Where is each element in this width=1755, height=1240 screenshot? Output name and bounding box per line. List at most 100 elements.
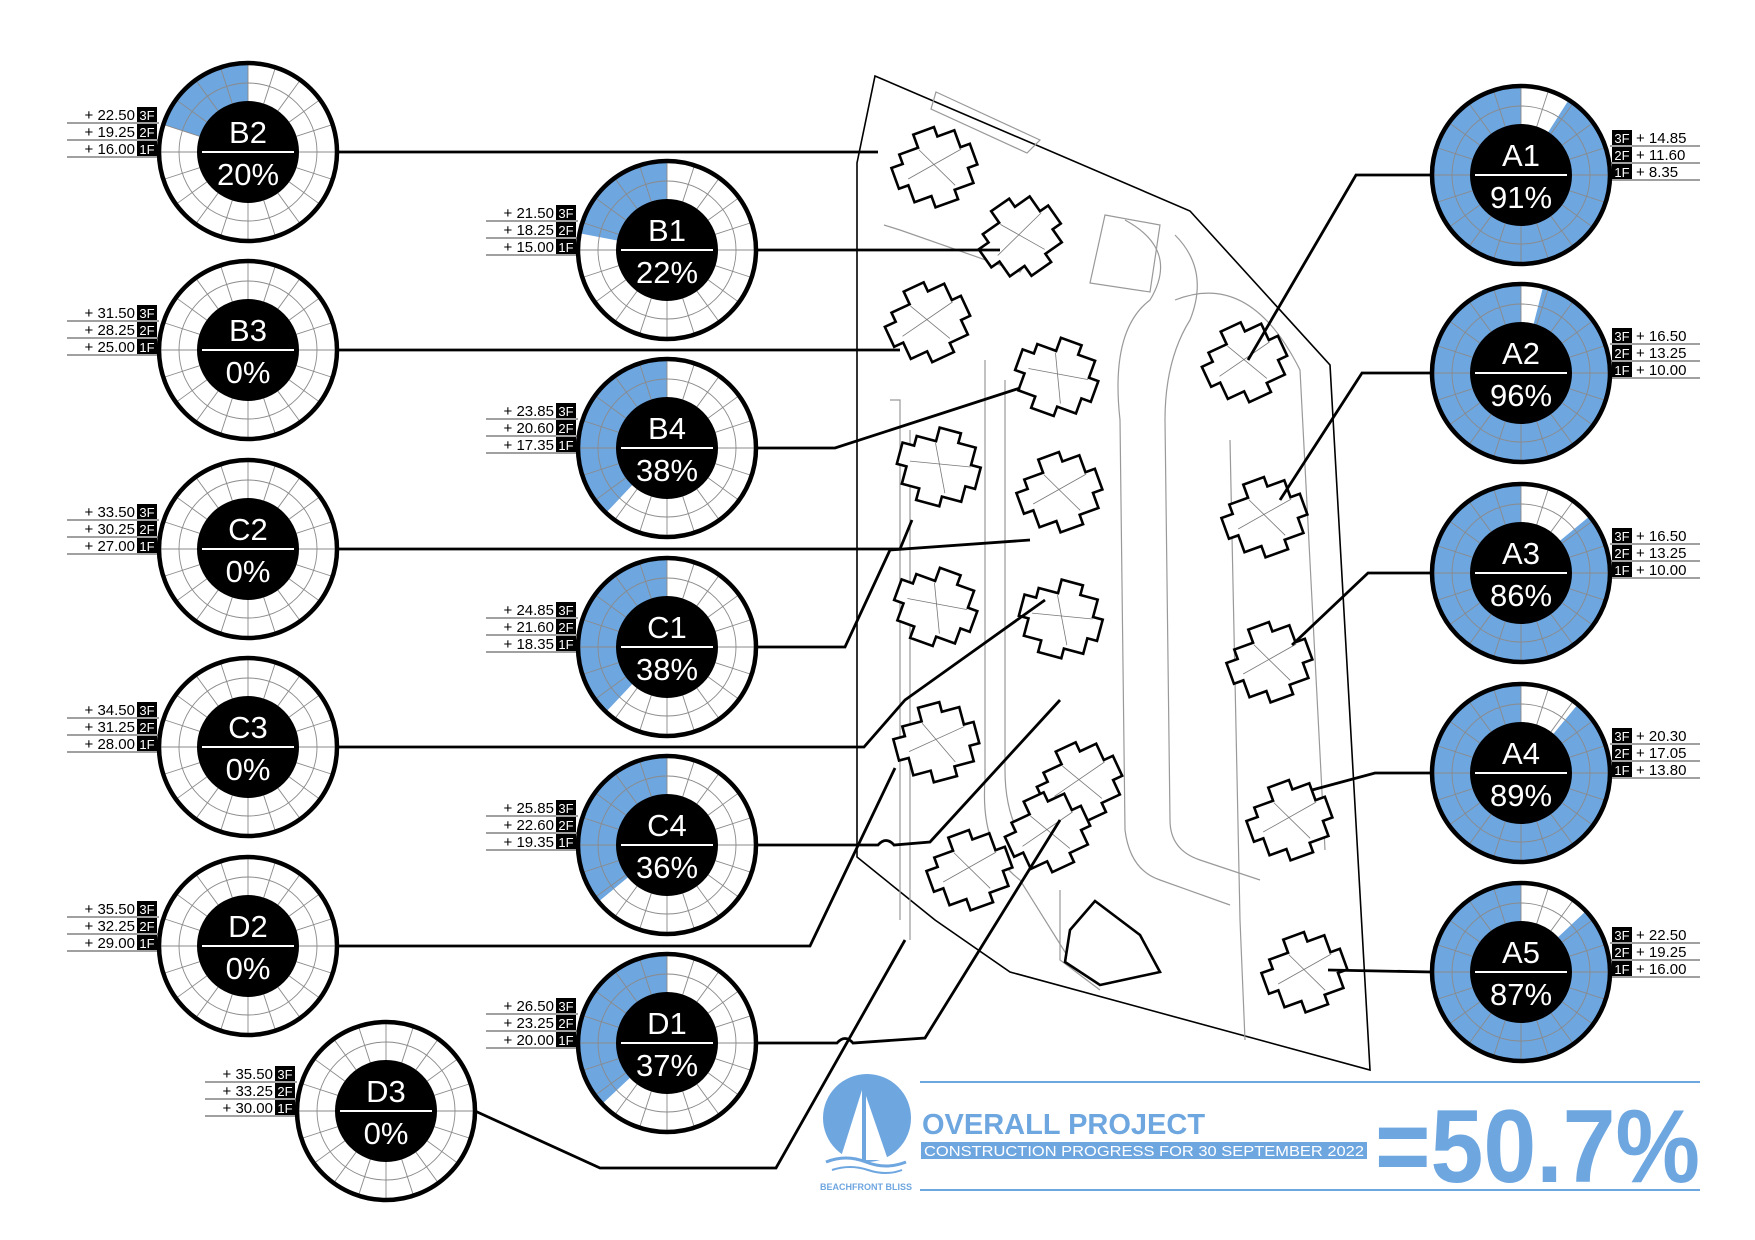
segment-tick <box>333 1038 357 1071</box>
segment-tick <box>614 885 638 918</box>
floor-tag: 2F <box>139 720 154 735</box>
floor-tag: 3F <box>139 306 154 321</box>
progress-fill <box>580 162 667 241</box>
segment-tick <box>175 297 208 321</box>
segment-tick <box>1436 345 1474 358</box>
segment-tick <box>426 1058 459 1082</box>
segment-tick <box>263 67 276 105</box>
segment-tick <box>263 397 276 435</box>
segment-tick <box>707 197 740 221</box>
segment-tick <box>175 975 208 999</box>
segment-tick <box>220 794 233 832</box>
segment-tick <box>295 521 333 534</box>
segment-tick <box>707 874 740 898</box>
villa-footprint <box>1244 778 1335 863</box>
building-progress: 0% <box>226 355 271 390</box>
building-progress: 86% <box>1490 578 1552 613</box>
floor-tag: 2F <box>558 223 573 238</box>
moon-sailboat-logo-icon <box>823 1074 911 1174</box>
floor-level: + 18.25 <box>504 222 554 239</box>
segment-tick <box>1448 1001 1481 1025</box>
floor-tag-bg <box>1612 944 1632 959</box>
dial-outline <box>1429 681 1613 865</box>
segment-tick <box>707 594 740 618</box>
segment-tick <box>1448 204 1481 228</box>
segment-tick <box>582 1058 620 1071</box>
segment-tick <box>1561 122 1594 146</box>
segment-tick <box>1468 300 1492 333</box>
mid-ring <box>1451 503 1591 643</box>
segment-tick <box>175 578 208 602</box>
segment-tick <box>220 596 233 634</box>
segment-tick <box>1448 402 1481 426</box>
dial-outline <box>575 356 759 540</box>
segment-tick <box>401 1026 414 1064</box>
segment-tick <box>288 776 321 800</box>
building-id: D3 <box>366 1074 406 1109</box>
segment-tick <box>714 265 752 278</box>
floor-level: + 20.60 <box>504 420 554 437</box>
dial-outline <box>575 951 759 1135</box>
floor-level: + 22.50 <box>85 107 135 124</box>
segment-tick <box>1550 500 1574 533</box>
building-id: B3 <box>229 313 267 348</box>
floor-level: + 16.00 <box>1636 961 1686 978</box>
segment-tick <box>1536 288 1549 326</box>
segment-tick <box>614 772 638 805</box>
logo-text: BEACHFRONT BLISS <box>820 1182 912 1192</box>
segment-tick <box>714 1015 752 1028</box>
leader-line <box>756 819 1062 1045</box>
floor-tag: 2F <box>1614 546 1629 561</box>
floor-level: + 16.50 <box>1636 528 1686 545</box>
floor-tag-bg <box>1612 562 1632 577</box>
segment-tick <box>1561 520 1594 544</box>
segment-tick <box>1448 122 1481 146</box>
segment-tick <box>1536 90 1549 128</box>
dial-outline <box>1429 481 1613 665</box>
floor-tag: 2F <box>558 818 573 833</box>
segment-tick <box>714 1058 752 1071</box>
segment-tick <box>1561 802 1594 826</box>
segment-tick <box>333 1151 357 1184</box>
floor-level: + 17.05 <box>1636 745 1686 762</box>
mid-ring <box>178 677 318 817</box>
leader-line <box>756 538 1031 649</box>
villa-footprint <box>1219 475 1310 560</box>
segment-tick <box>1536 420 1549 458</box>
floor-tag: 3F <box>1614 729 1629 744</box>
segment-tick <box>1468 613 1492 646</box>
floor-level: + 21.50 <box>504 205 554 222</box>
segment-tick <box>163 124 201 137</box>
floor-tag-bg <box>1612 745 1632 760</box>
floor-tag-bg <box>556 602 576 617</box>
segment-tick <box>1493 1019 1506 1057</box>
floor-level: + 20.30 <box>1636 728 1686 745</box>
segment-tick <box>163 167 201 180</box>
segment-tick <box>1568 788 1606 801</box>
floor-level: + 25.85 <box>504 800 554 817</box>
floor-tag-bg <box>275 1066 295 1081</box>
segment-tick <box>1550 813 1574 846</box>
floor-level: + 31.50 <box>85 305 135 322</box>
villa-footprint <box>976 194 1064 279</box>
segment-tick <box>714 860 752 873</box>
floor-level: + 17.35 <box>504 437 554 454</box>
segment-tick <box>682 694 695 732</box>
progress-fill <box>164 64 248 137</box>
villa-footprint <box>891 700 981 784</box>
floor-tag-bg <box>1612 545 1632 560</box>
floor-tag: 2F <box>139 125 154 140</box>
segment-tick <box>707 676 740 700</box>
segment-tick <box>263 199 276 237</box>
segment-tick <box>707 792 740 816</box>
floor-tag-bg <box>1612 961 1632 976</box>
floor-tag: 3F <box>558 603 573 618</box>
floor-tag-bg <box>1612 328 1632 343</box>
segment-tick <box>1436 388 1474 401</box>
building-id: A3 <box>1502 536 1540 571</box>
